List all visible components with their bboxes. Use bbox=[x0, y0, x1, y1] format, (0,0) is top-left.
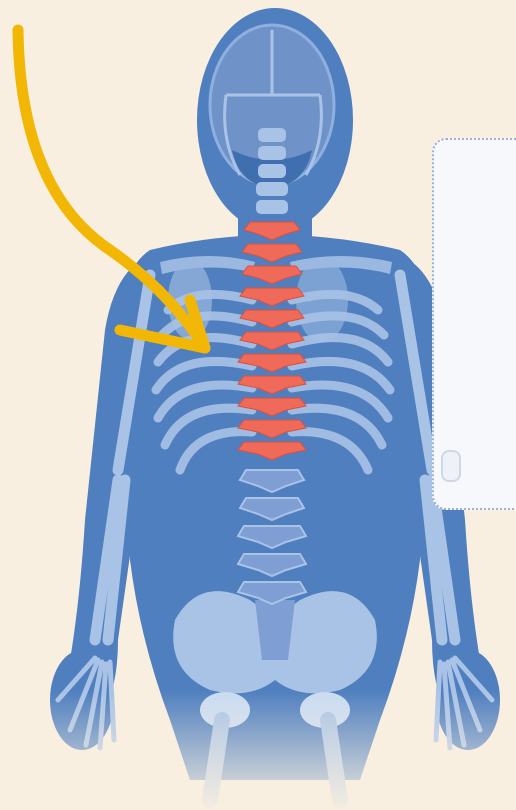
callout-tab bbox=[441, 450, 461, 482]
skull bbox=[210, 25, 334, 188]
cervical-vertebrae bbox=[256, 128, 288, 214]
callout-panel bbox=[432, 138, 516, 510]
